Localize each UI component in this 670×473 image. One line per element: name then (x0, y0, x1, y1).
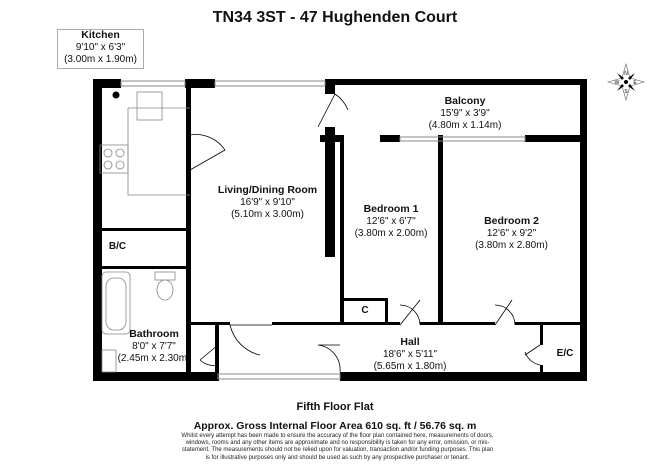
room-metric: (5.10m x 3.00m) (231, 208, 304, 220)
room-imperial: 9'10" x 6'3" (75, 41, 126, 53)
room-name: Hall (400, 336, 420, 348)
room-name: Bathroom (129, 328, 179, 340)
compass-s: S (624, 89, 628, 95)
room-metric: (3.00m x 1.90m) (64, 53, 137, 65)
room-metric: (4.80m x 1.14m) (428, 119, 502, 131)
room-imperial: 16'9" x 9'10" (240, 196, 295, 208)
room-metric: (3.80m x 2.80m) (475, 239, 548, 251)
room-balcony: Balcony 15'9" x 3'9" (4.80m x 1.14m) (390, 95, 540, 132)
compass-n: N (624, 71, 628, 77)
room-c: C (361, 305, 369, 316)
room-bathroom: Bathroom 8'0" x 7'7" (2.45m x 2.30m) (104, 328, 204, 365)
room-kitchen: Kitchen 9'10" x 6'3" (3.00m x 1.90m) (57, 29, 144, 66)
doors (189, 93, 541, 373)
floor-area: Approx. Gross Internal Floor Area 610 sq… (193, 420, 477, 432)
room-bc: B/C (108, 241, 127, 252)
room-imperial: 15'9" x 3'9" (440, 107, 490, 119)
room-metric: (2.45m x 2.30m) (117, 352, 191, 364)
page-title: TN34 3ST - 47 Hughenden Court (212, 9, 458, 26)
room-name: Living/Dining Room (217, 184, 318, 196)
compass-e: E (633, 80, 637, 86)
floor-label: Fifth Floor Flat (296, 401, 374, 413)
room-imperial: 12'6" x 6'7" (366, 215, 416, 227)
room-metric: (5.65m x 1.80m) (373, 360, 447, 372)
room-ec: E/C (556, 348, 574, 359)
compass-icon: N S W E (606, 62, 646, 102)
room-hall: Hall 18'6" x 5'11" (5.65m x 1.80m) (345, 336, 475, 373)
compass-w: W (615, 80, 620, 86)
windows (120, 80, 526, 380)
room-bedroom-2: Bedroom 2 12'6" x 9'2" (3.80m x 2.80m) (443, 215, 580, 252)
room-bedroom-1: Bedroom 1 12'6" x 6'7" (3.80m x 2.00m) (344, 203, 438, 240)
room-name: Bedroom 1 (363, 203, 419, 215)
room-imperial: 12'6" x 9'2" (486, 227, 537, 239)
room-imperial: 8'0" x 7'7" (132, 340, 176, 352)
walls (93, 79, 587, 381)
kitchen-label-box (57, 29, 144, 69)
room-name: Bedroom 2 (484, 215, 539, 227)
room-imperial: 18'6" x 5'11" (382, 348, 438, 360)
room-metric: (3.80m x 2.00m) (354, 227, 428, 239)
fixtures (99, 91, 190, 373)
disclaimer: Whilst every attempt has been made to en… (181, 433, 494, 461)
room-name: Kitchen (81, 29, 120, 41)
room-living-dining: Living/Dining Room 16'9" x 9'10" (5.10m … (200, 184, 335, 221)
room-name: Balcony (444, 95, 486, 107)
